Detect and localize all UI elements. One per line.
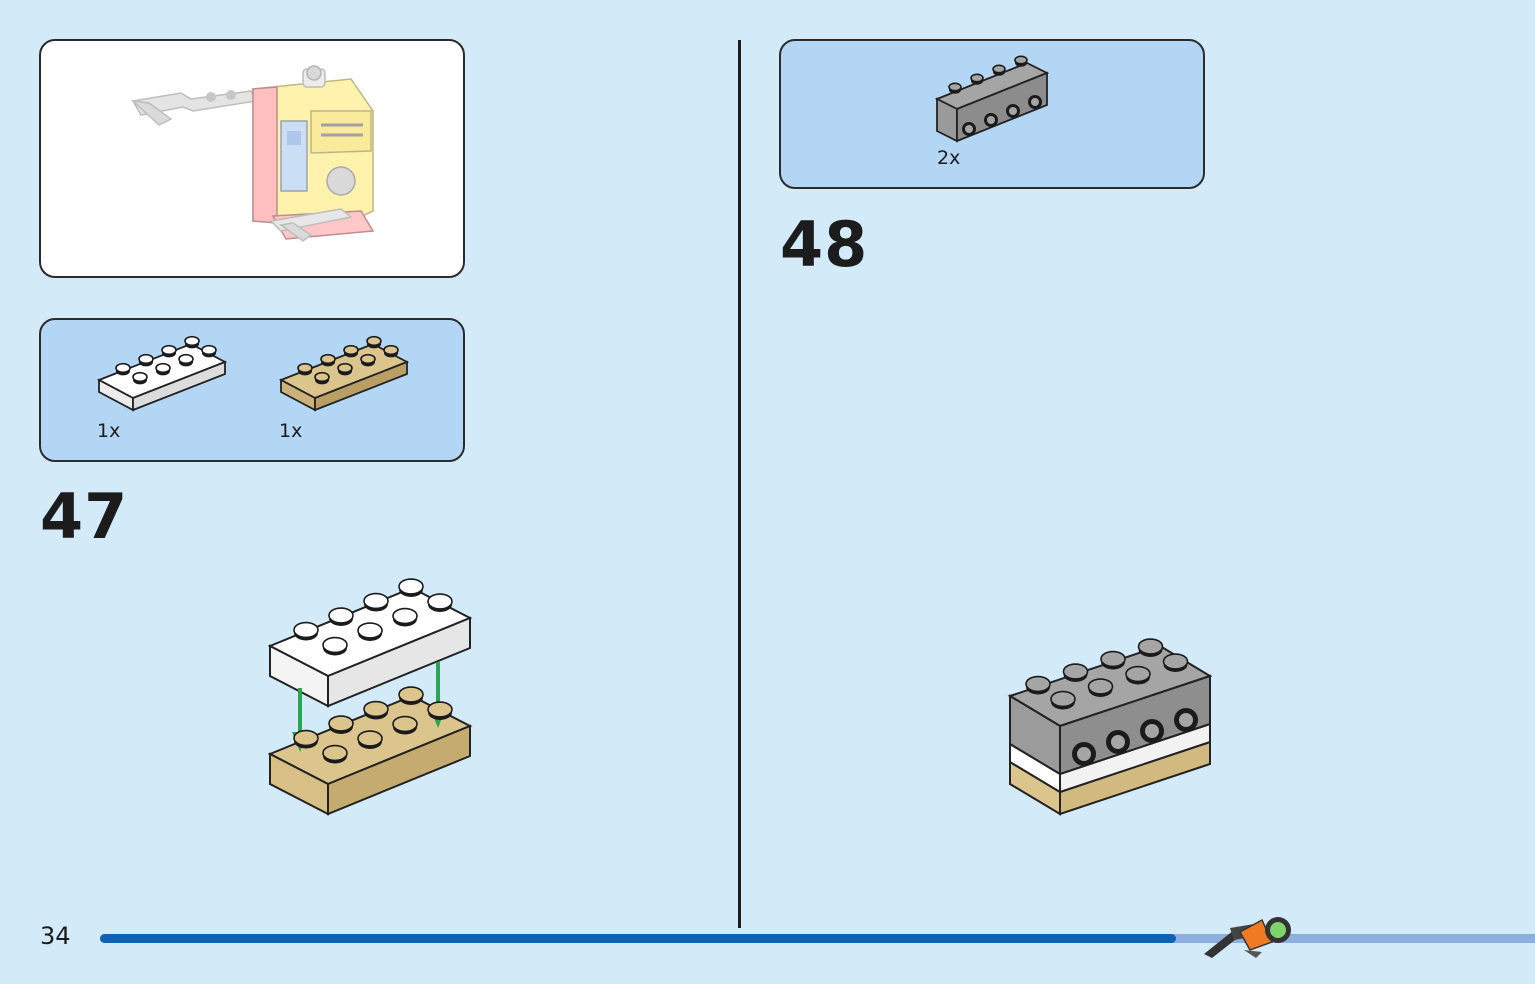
stud: [398, 686, 424, 705]
white-plate-2x4-part: [96, 335, 228, 412]
stud: [320, 353, 336, 367]
side-stud-ring: [1111, 735, 1125, 749]
stud: [360, 353, 376, 367]
stud: [1050, 690, 1076, 710]
stud: [328, 715, 354, 734]
robot-mascot-icon: [1204, 917, 1291, 958]
stud: [297, 362, 313, 376]
stud: [337, 362, 353, 376]
side-stud-ring: [1145, 724, 1159, 738]
stud: [1025, 675, 1051, 695]
step-number: 47: [40, 480, 129, 553]
stud: [138, 353, 154, 367]
stud: [392, 715, 418, 735]
step-48-assembly-illustration: [1007, 638, 1213, 816]
part-quantity-label: 1x: [97, 420, 121, 442]
parts-list-panel-step-48: 2x: [779, 39, 1205, 189]
stud: [132, 371, 148, 385]
stud: [398, 578, 424, 597]
page-number: 34: [40, 922, 71, 950]
stud: [115, 362, 131, 376]
stud: [970, 73, 984, 85]
stud: [948, 82, 962, 94]
stud: [328, 607, 354, 626]
part-quantity-label: 2x: [937, 147, 961, 169]
side-stud-ring: [1179, 713, 1193, 727]
stud: [343, 344, 359, 358]
stud: [1137, 638, 1164, 657]
stud: [1100, 650, 1126, 670]
stud: [1087, 678, 1114, 697]
stud: [1014, 55, 1028, 67]
stud: [992, 64, 1006, 76]
stud: [427, 593, 453, 612]
stud: [184, 335, 200, 349]
stud: [178, 353, 194, 367]
stud: [383, 344, 399, 358]
stud: [363, 592, 389, 612]
robot-submodel-illustration: [130, 65, 375, 242]
side-stud-ring: [1009, 107, 1017, 115]
page-divider: [738, 40, 741, 928]
stud: [1125, 665, 1151, 685]
tan-plate-2x4-part: [278, 335, 410, 412]
stud: [322, 636, 348, 656]
stud: [161, 344, 177, 358]
submodel-callout: [39, 39, 465, 278]
stud: [201, 344, 217, 358]
stud: [366, 335, 382, 349]
stud: [363, 700, 389, 720]
stud: [357, 622, 383, 641]
stud: [322, 744, 348, 764]
stud: [293, 621, 319, 641]
progress-bar: [100, 934, 1177, 943]
parts-list-panel-step-47: 1x 1x: [39, 318, 465, 462]
side-stud-ring: [1077, 747, 1091, 761]
gray-brick-1x4-studs-on-side-part: [934, 55, 1050, 143]
stud: [392, 607, 418, 627]
step-47-assembly-illustration: [267, 578, 473, 816]
side-stud-ring: [965, 125, 973, 133]
part-quantity-label: 1x: [279, 420, 303, 442]
stud: [293, 729, 319, 749]
step-number: 48: [780, 208, 869, 281]
stud: [155, 362, 171, 376]
stud: [1062, 663, 1089, 682]
stud: [1162, 653, 1189, 672]
stud: [314, 371, 330, 385]
side-stud-ring: [987, 116, 995, 124]
side-stud-ring: [1031, 98, 1039, 106]
stud: [427, 701, 453, 720]
stud: [357, 730, 383, 749]
